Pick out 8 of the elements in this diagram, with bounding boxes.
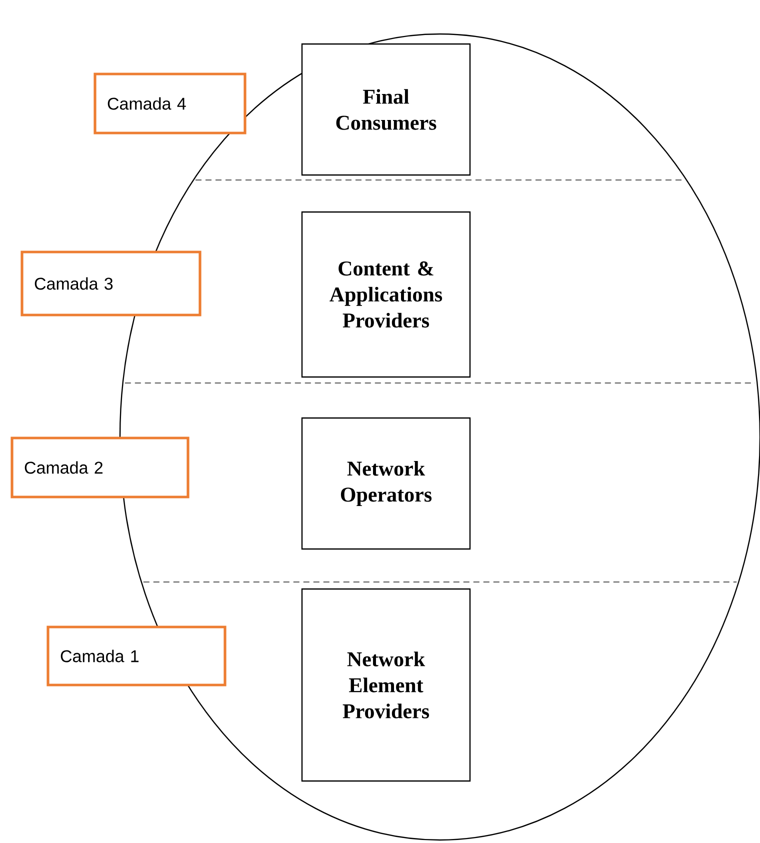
layer-label: Camada 4 (94, 72, 246, 134)
layer-box: Network Operators (301, 417, 471, 550)
layer-box: Final Consumers (301, 43, 471, 176)
layer-label: Camada 1 (46, 626, 226, 686)
layer-box: Network Element Providers (301, 588, 471, 782)
layer-label: Camada 2 (10, 436, 190, 498)
layer-label: Camada 3 (20, 250, 202, 316)
layer-box: Content & Applications Providers (301, 211, 471, 378)
